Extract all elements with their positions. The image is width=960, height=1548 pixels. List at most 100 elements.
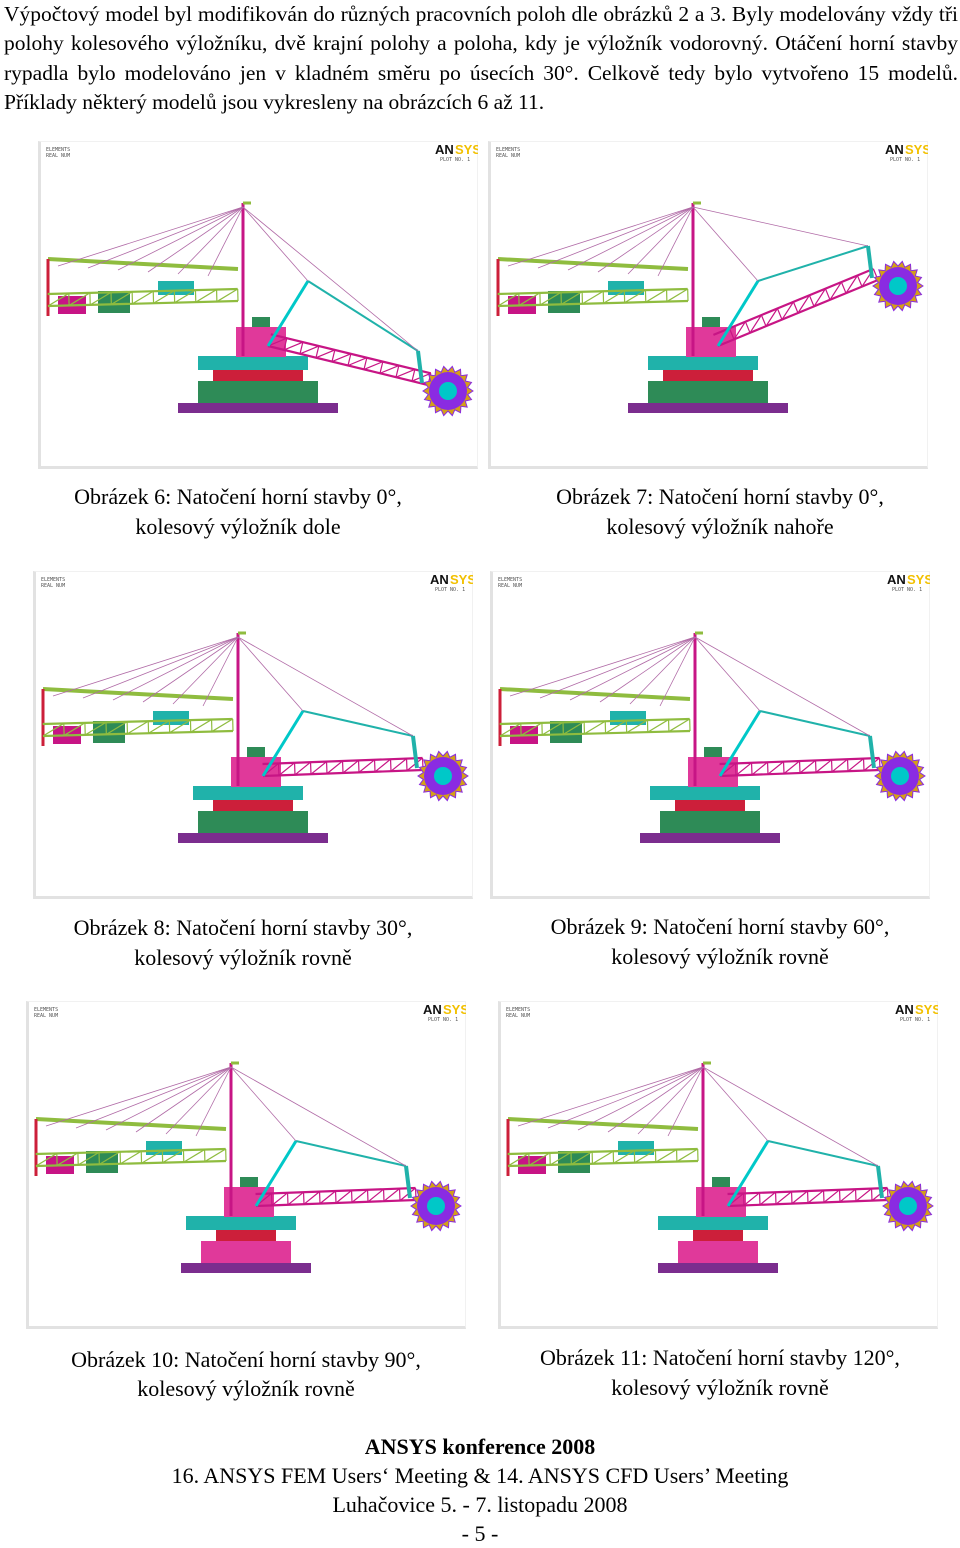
boom-chord: [500, 719, 690, 724]
figure-9-caption-line2: kolesový výložník rovně: [510, 942, 930, 972]
boom-hoist-strut: [263, 711, 303, 776]
figure-11-caption-line1: Obrázek 11: Natočení horní stavby 120°,: [500, 1343, 940, 1373]
boom-diagonal: [582, 291, 603, 304]
stay-cable: [693, 207, 868, 246]
figure-6-caption-line1: Obrázek 6: Natočení horní stavby 0°,: [38, 482, 438, 512]
boom-chord: [43, 719, 233, 724]
plot-sublabel: REAL NUM: [41, 583, 65, 589]
boom-stay: [768, 1141, 878, 1166]
plot-sublabel: REAL NUM: [498, 583, 522, 589]
ansys-logo-an: AN: [895, 1002, 914, 1017]
plot-sublabel: REAL NUM: [46, 153, 70, 159]
boom-diagonal: [368, 1189, 384, 1202]
stay-cable: [136, 1067, 231, 1132]
boom-diagonal: [809, 295, 814, 306]
stay-cable: [231, 1067, 296, 1141]
footer-meeting-line: 16. ANSYS FEM Users‘ Meeting & 14. ANSYS…: [0, 1461, 960, 1490]
boom-diagonal: [304, 1192, 320, 1205]
boom-diagonal: [279, 763, 295, 776]
boom-diagonal: [288, 1192, 304, 1205]
stay-cable: [203, 637, 238, 706]
boom-diagonal: [217, 289, 238, 302]
counterweight-block: [558, 1151, 590, 1173]
stay-cable: [106, 1067, 231, 1130]
crawler-track: [628, 403, 788, 413]
ansys-logo-sys: SYS: [905, 142, 928, 157]
boom-diagonal: [669, 719, 690, 732]
boom-diagonal: [295, 762, 311, 775]
stay-cable: [695, 637, 760, 711]
plot-number: PLOT NO. 1: [890, 157, 920, 163]
crawler-track: [640, 833, 780, 843]
stay-cable: [148, 207, 243, 272]
boom-diagonal: [808, 1190, 824, 1203]
boom-chord: [498, 289, 688, 294]
stay-cable: [83, 637, 238, 698]
figure-8-caption-line1: Obrázek 8: Natočení horní stavby 30°,: [33, 913, 453, 943]
stay-cable: [238, 637, 303, 711]
bucket-wheel: [875, 751, 925, 800]
undercarriage: [198, 381, 318, 403]
cabin: [252, 317, 270, 327]
ansys-logo-an: AN: [423, 1002, 442, 1017]
stay-cable: [570, 637, 695, 700]
boom-diagonal: [132, 291, 153, 304]
plot-number: PLOT NO. 1: [900, 1017, 930, 1023]
stay-cable: [243, 207, 308, 281]
boom-diagonal: [848, 759, 864, 772]
ansys-logo-an: AN: [885, 142, 904, 157]
boom-stay: [760, 711, 870, 736]
boom-diagonal: [592, 1151, 613, 1164]
counterweight-block: [608, 281, 644, 295]
boom-stay: [758, 246, 868, 281]
boom-diagonal: [311, 762, 327, 775]
plot-sublabel: REAL NUM: [506, 1013, 530, 1019]
undercarriage: [648, 381, 768, 403]
boom-diagonal: [744, 1193, 760, 1206]
plot-sublabel: REAL NUM: [34, 1013, 58, 1019]
boom-diagonal: [396, 369, 415, 377]
undercarriage: [660, 811, 760, 833]
ansys-logo-sys: SYS: [915, 1002, 938, 1017]
wheel-tower: [413, 736, 417, 768]
figure-6-caption-line2: kolesový výložník dole: [38, 512, 438, 542]
stay-cable: [143, 637, 238, 702]
boom-diagonal: [825, 289, 830, 300]
stay-cable: [703, 1067, 768, 1141]
stay-cable: [53, 637, 238, 696]
stay-cable: [660, 637, 695, 706]
superstructure-base: [193, 786, 303, 800]
ansys-logo-an: AN: [430, 572, 449, 587]
boom-diagonal: [396, 366, 399, 378]
boom-diagonal: [667, 289, 688, 302]
body-paragraph: Výpočtový model byl modifikován do různý…: [4, 0, 958, 118]
boom-diagonal: [840, 1189, 856, 1202]
stay-cable: [658, 207, 693, 276]
boom-diagonal: [196, 290, 217, 303]
boom-hoist-strut: [256, 1141, 296, 1206]
boom-diagonal: [800, 760, 816, 773]
boom-diagonal: [761, 315, 766, 326]
wheel-hub: [439, 382, 457, 400]
plot-number: PLOT NO. 1: [435, 587, 465, 593]
boom-diagonal: [300, 342, 303, 354]
plot-number: PLOT NO. 1: [440, 157, 470, 163]
boom-diagonal: [391, 759, 407, 772]
bucket-wheel: [411, 1181, 461, 1230]
boom-diagonal: [412, 369, 415, 381]
stay-cable: [88, 207, 243, 268]
stay-cable: [600, 637, 695, 702]
wheel-hub: [434, 767, 452, 785]
wheel-tower: [870, 736, 874, 768]
boom-diagonal: [648, 720, 669, 733]
boom-diagonal: [205, 1149, 226, 1162]
boom-diagonal: [348, 358, 367, 366]
counterweight-block: [158, 281, 194, 295]
bucket-wheel: [418, 751, 468, 800]
